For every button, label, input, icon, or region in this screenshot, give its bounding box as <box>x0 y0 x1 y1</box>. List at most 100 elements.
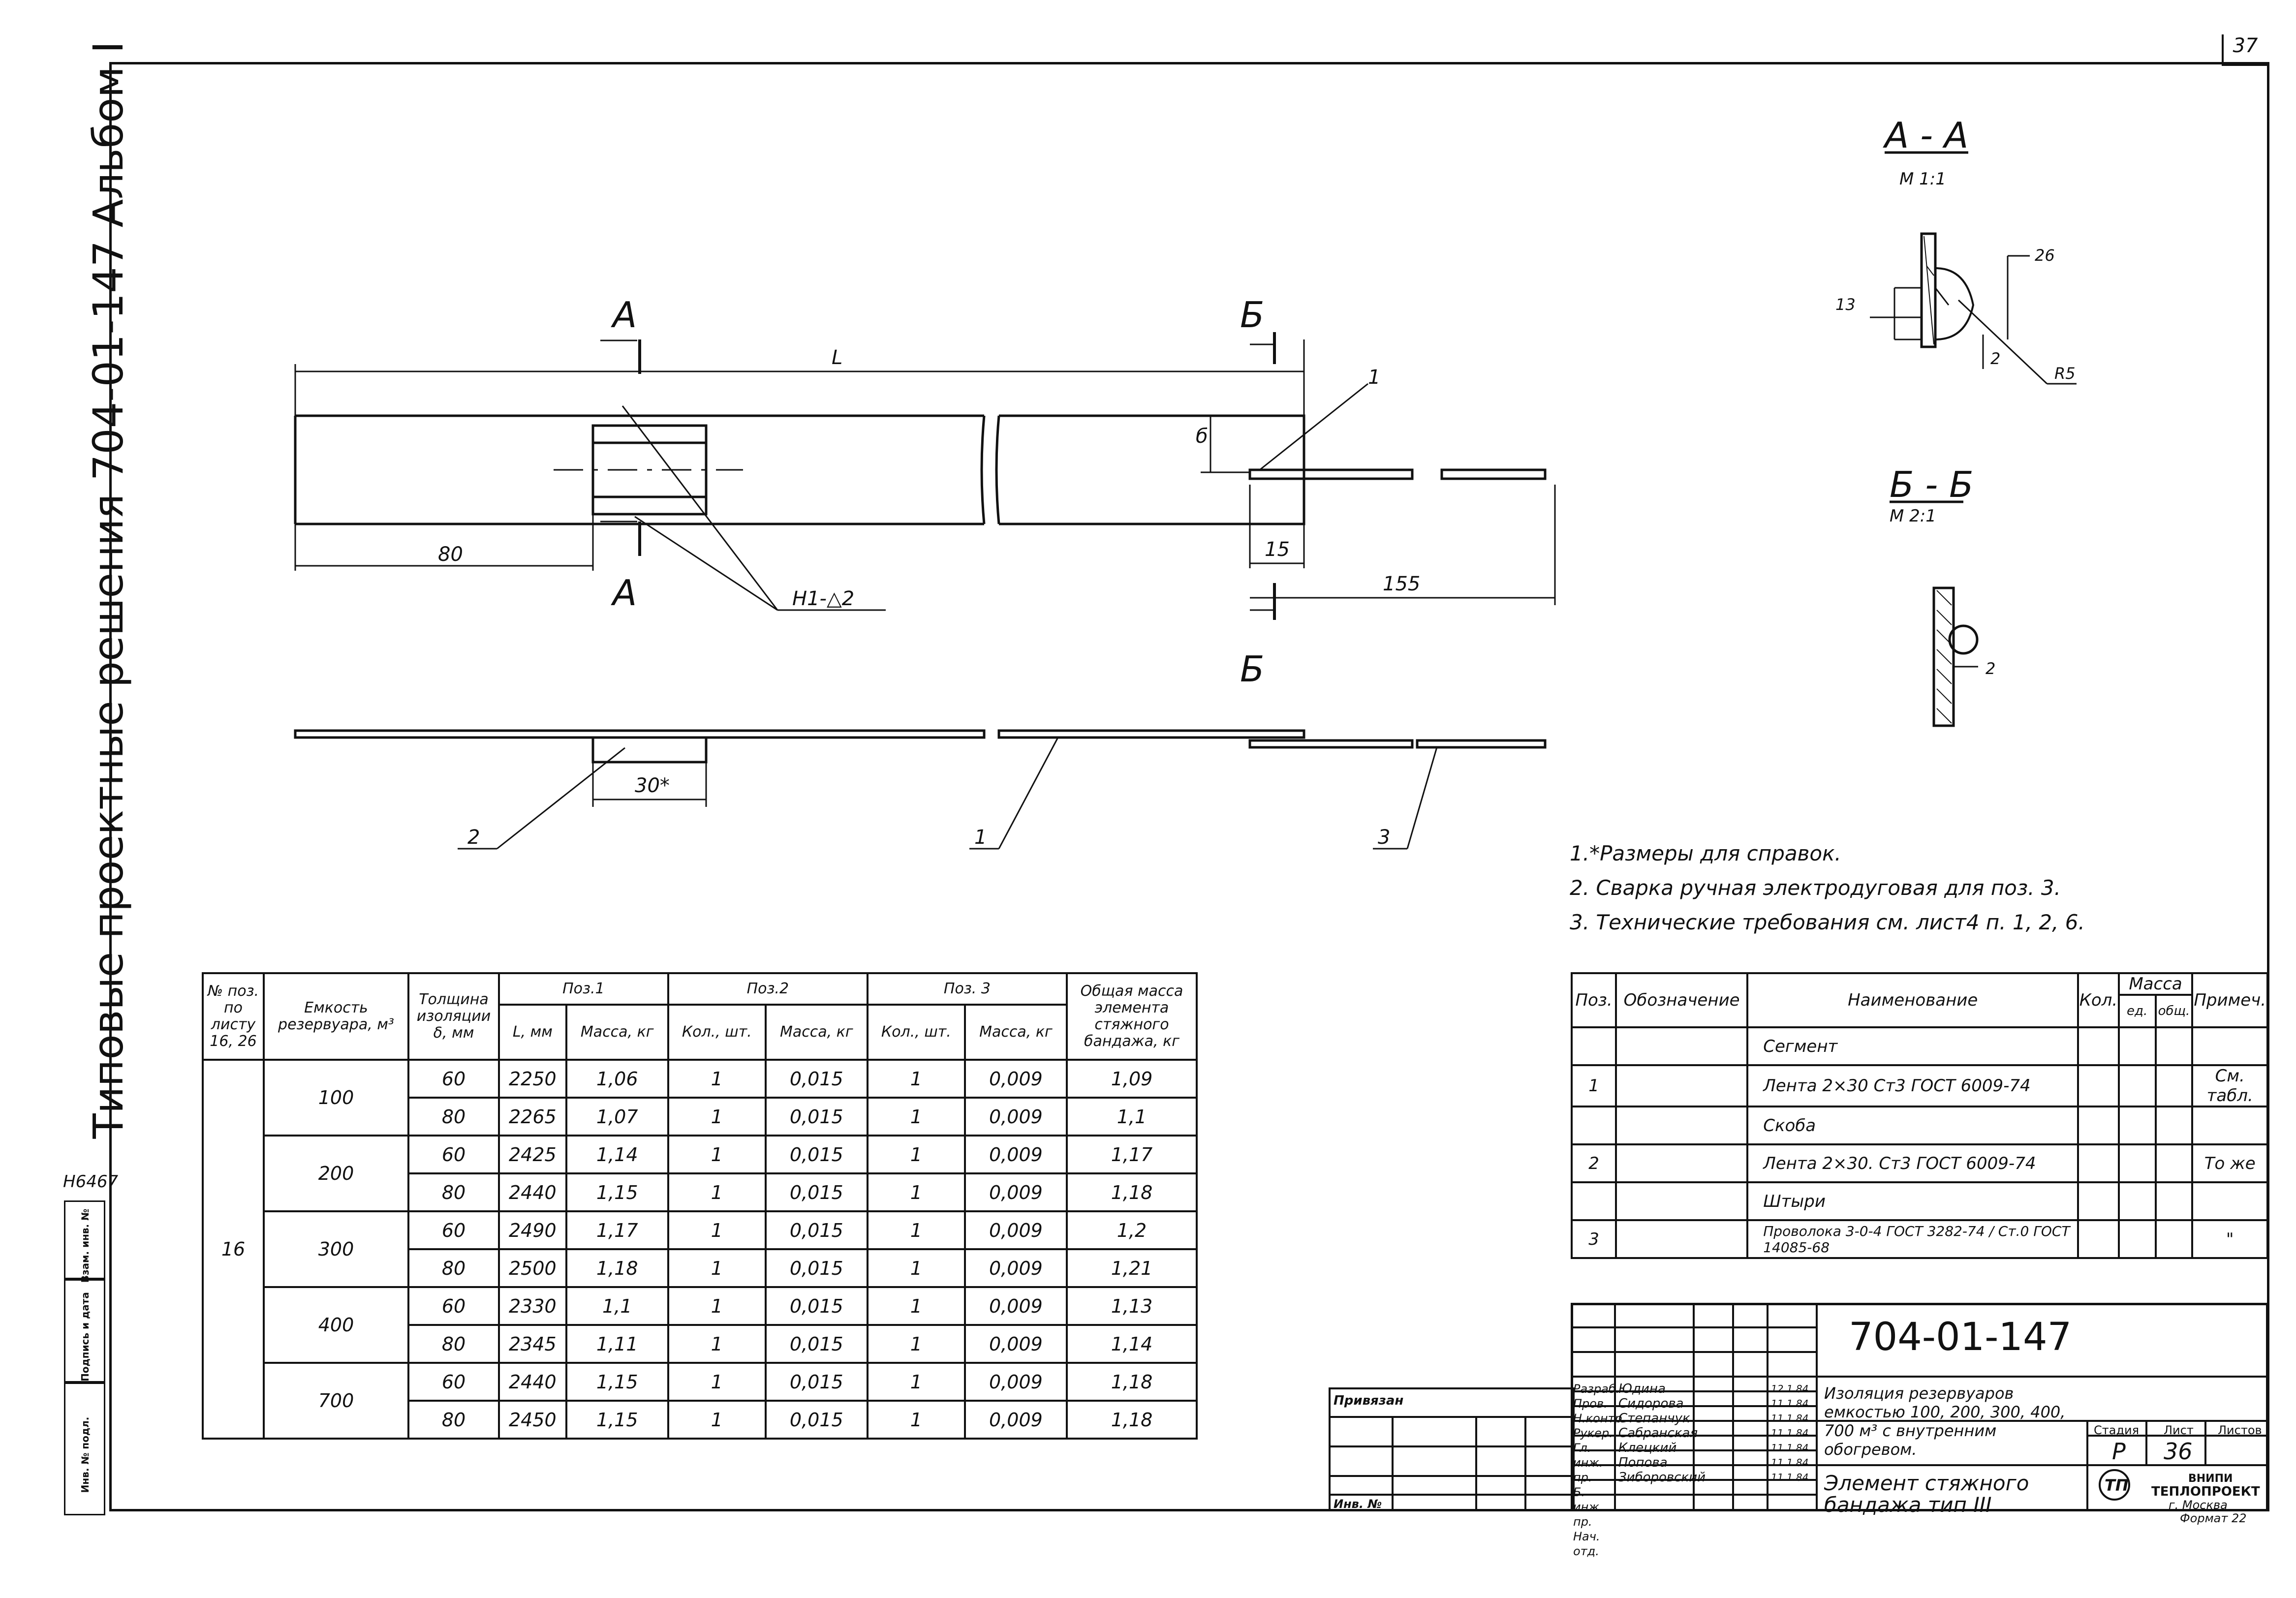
spec-cell-pos: 2 <box>1570 1143 1617 1183</box>
col-thickness: Толщина изоляции δ, мм <box>407 972 500 1061</box>
cell-m2: 0,015 <box>764 1400 869 1440</box>
capacity-cell: 400 <box>263 1286 409 1364</box>
cell-total: 1,1 <box>1066 1097 1198 1137</box>
cell-q3: 1 <box>866 1286 966 1326</box>
spec-cell-empty <box>2077 1219 2120 1259</box>
cell-t: 60 <box>407 1362 500 1402</box>
cell-m1: 1,18 <box>565 1248 669 1288</box>
cell-q3: 1 <box>866 1172 966 1212</box>
cell-L: 2330 <box>498 1286 567 1326</box>
spec-cell-empty <box>2117 1106 2157 1145</box>
cell-total: 1,18 <box>1066 1362 1198 1402</box>
col-mass3: Масса, кг <box>963 1004 1068 1061</box>
callout-pos-3: 3 <box>1378 826 1390 849</box>
name-column: Юдина Сидорова Степанчук Сабранская Клец… <box>1618 1382 1706 1485</box>
cell-L: 2450 <box>498 1400 567 1440</box>
cell-m2: 0,015 <box>764 1172 869 1212</box>
col-group-pos2: Поз.2 <box>667 972 869 1006</box>
archive-cell-inv: Инв. № подл. <box>64 1383 105 1515</box>
col-total: Общая масса элемента стяжного бандажа, к… <box>1066 972 1198 1061</box>
cell-q2: 1 <box>667 1286 767 1326</box>
cell-q2: 1 <box>667 1172 767 1212</box>
cell-m2: 0,015 <box>764 1248 869 1288</box>
spec-cell-name: Штыри <box>1746 1181 2079 1221</box>
cell-m1: 1,1 <box>565 1286 669 1326</box>
dim-80: 80 <box>438 543 463 566</box>
spec-cell-pos: 3 <box>1570 1219 1617 1259</box>
spec-cell-empty <box>2117 1143 2157 1183</box>
spec-cell-empty <box>2117 1026 2157 1066</box>
cell-q3: 1 <box>866 1400 966 1440</box>
spec-cell-name: Лента 2×30. Ст3 ГОСТ 6009-74 <box>1746 1143 2079 1183</box>
section-bb-title: Б - Б <box>1890 464 1974 505</box>
dim-15: 15 <box>1265 538 1290 561</box>
spec-cell-note <box>2191 1026 2268 1066</box>
sheet-value: 36 <box>2164 1438 2193 1465</box>
attached-label: Привязан <box>1334 1393 1403 1408</box>
spec-cell-empty <box>1615 1064 1749 1107</box>
archive-number: Н6467 <box>63 1172 119 1192</box>
cell-t: 80 <box>407 1324 500 1364</box>
dim-30: 30* <box>635 774 670 797</box>
cell-q2: 1 <box>667 1210 767 1250</box>
stage-label: Стадия <box>2094 1423 2140 1437</box>
cell-m1: 1,14 <box>565 1135 669 1174</box>
spec-cell-empty <box>1615 1143 1749 1183</box>
section-bb-scale: М 2:1 <box>1890 506 1936 526</box>
cell-q3: 1 <box>866 1210 966 1250</box>
col-mass2: Масса, кг <box>764 1004 869 1061</box>
col-qty3: Кол., шт. <box>866 1004 966 1061</box>
section-bb-2: 2 <box>1986 659 1995 678</box>
cell-t: 80 <box>407 1248 500 1288</box>
band-plan-outline <box>295 414 1305 525</box>
cell-t: 60 <box>407 1286 500 1326</box>
spec-col-mass-total: общ. <box>2154 994 2194 1028</box>
spec-cell-empty <box>1615 1026 1749 1066</box>
cell-m2: 0,015 <box>764 1362 869 1402</box>
title-block-grid: ТП <box>1571 1303 2268 1511</box>
cell-m1: 1,15 <box>565 1362 669 1402</box>
spec-cell-empty <box>2154 1026 2194 1066</box>
cell-L: 2440 <box>498 1362 567 1402</box>
cell-m2: 0,015 <box>764 1059 869 1099</box>
cell-q2: 1 <box>667 1135 767 1174</box>
technical-drawing: А А Б Б L 80 15 155 б 30* Н1-△2 1 2 1 3 … <box>294 115 2077 850</box>
cell-total: 1,09 <box>1066 1059 1198 1099</box>
cell-total: 1,18 <box>1066 1172 1198 1212</box>
spec-cell-name: Сегмент <box>1746 1026 2079 1066</box>
cell-t: 60 <box>407 1059 500 1099</box>
inv-label: Инв. № <box>1334 1497 1382 1511</box>
sheet-number: 37 <box>2222 34 2267 66</box>
pos-ref-cell: 16 <box>202 1059 265 1440</box>
spec-row: Сегмент <box>1570 1026 2268 1066</box>
weld-mark: Н1-△2 <box>792 587 854 610</box>
section-aa-scale: М 1:1 <box>1899 169 1946 189</box>
cell-m3: 0,009 <box>963 1324 1068 1364</box>
cell-L: 2250 <box>498 1059 567 1099</box>
cell-m1: 1,06 <box>565 1059 669 1099</box>
col-group-pos3: Поз. 3 <box>866 972 1068 1006</box>
sheets-label: Листов <box>2218 1423 2262 1437</box>
cell-q3: 1 <box>866 1135 966 1174</box>
project-title: Изоляция резервуаров емкостью 100, 200, … <box>1824 1384 2066 1459</box>
cell-m2: 0,015 <box>764 1210 869 1250</box>
stage-value: Р <box>2112 1438 2126 1465</box>
cell-t: 80 <box>407 1097 500 1137</box>
spec-cell-empty <box>2154 1219 2194 1259</box>
cell-L: 2345 <box>498 1324 567 1364</box>
spec-cell-pos <box>1570 1026 1617 1066</box>
note-2: 2. Сварка ручная электродуговая для поз.… <box>1570 876 2061 900</box>
cell-L: 2425 <box>498 1135 567 1174</box>
cell-m3: 0,009 <box>963 1097 1068 1137</box>
cell-total: 1,17 <box>1066 1135 1198 1174</box>
note-3: 3. Технические требования см. лист4 п. 1… <box>1570 910 2085 934</box>
spec-row: Штыри <box>1570 1181 2268 1221</box>
org-city: г. Москва <box>2169 1498 2228 1512</box>
